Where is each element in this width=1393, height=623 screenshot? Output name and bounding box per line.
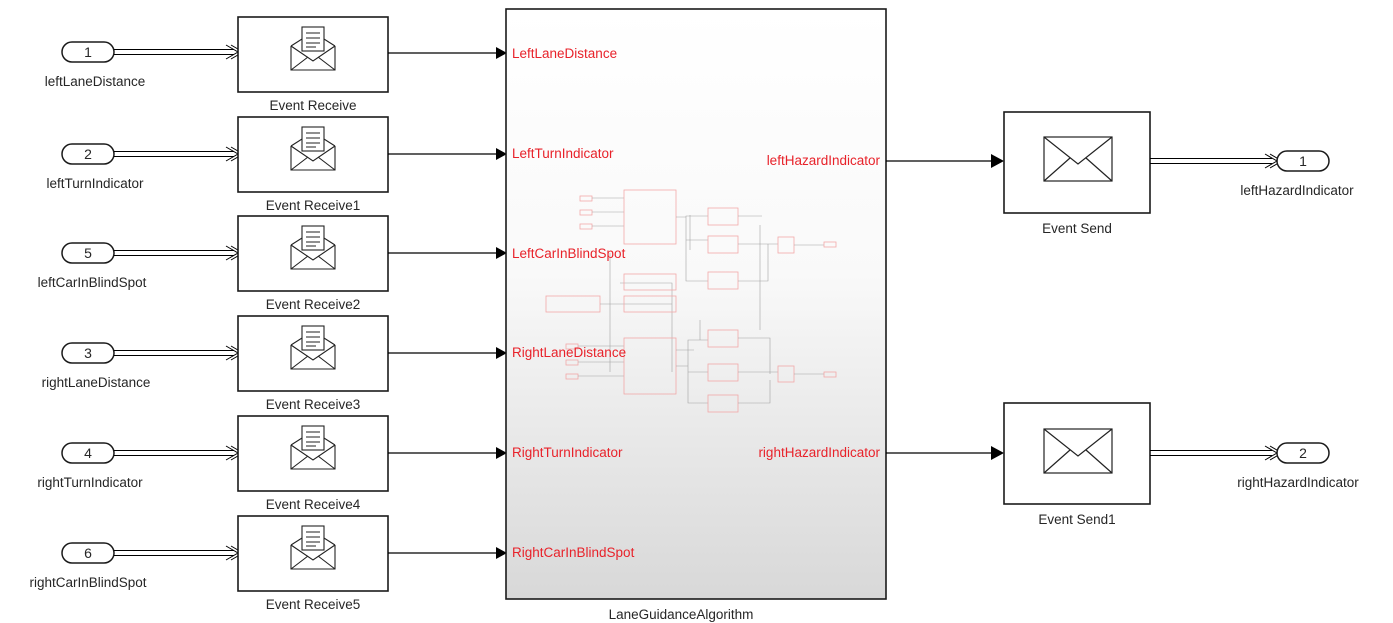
inport-label: rightCarInBlindSpot	[29, 575, 146, 590]
event-receive-block-group: Event Receive3	[237, 315, 389, 412]
signal-arrowhead	[496, 47, 507, 59]
inport-row: 6 rightCarInBlindSpot	[29, 542, 244, 590]
signal-arrowhead	[991, 154, 1004, 168]
event-receive-label: Event Receive1	[266, 198, 361, 213]
signal-line[interactable]	[1150, 158, 1272, 164]
envelope-letter-icon	[290, 425, 336, 470]
inport-row: 3 rightLaneDistance	[42, 342, 244, 390]
event-send-label: Event Send	[1042, 221, 1112, 236]
inport-number: 6	[84, 545, 92, 561]
inport-number: 2	[84, 146, 92, 162]
event-receive-label: Event Receive2	[266, 297, 361, 312]
subsystem-input-port-label: RightLaneDistance	[512, 345, 626, 360]
inport-block[interactable]	[61, 242, 115, 264]
subsystem-input-port-label: LeftTurnIndicator	[512, 146, 614, 161]
signal-line[interactable]	[114, 49, 234, 55]
inport-number: 4	[84, 445, 92, 461]
signal-line[interactable]	[114, 151, 234, 157]
lane-guidance-subsystem: LeftLaneDistance LeftTurnIndicator LeftC…	[505, 8, 887, 622]
inport-label: leftTurnIndicator	[46, 176, 144, 191]
inport-label: leftLaneDistance	[45, 74, 146, 89]
event-receive-block-group: Event Receive4	[237, 415, 389, 512]
event-send-block-group: Event Send	[1003, 111, 1151, 236]
inport-number: 3	[84, 345, 92, 361]
subsystem-name: LaneGuidanceAlgorithm	[609, 607, 754, 622]
outport-label: leftHazardIndicator	[1240, 183, 1354, 198]
event-receive-block-group: Event Receive2	[237, 215, 389, 312]
signal-arrowhead	[496, 547, 507, 559]
subsystem-input-port-label: RightCarInBlindSpot	[512, 545, 635, 560]
outport-label: rightHazardIndicator	[1237, 475, 1359, 490]
signal-line[interactable]	[114, 450, 234, 456]
outport-row: 2 rightHazardIndicator	[1237, 442, 1359, 490]
signal-line[interactable]	[114, 550, 234, 556]
inport-block[interactable]	[61, 542, 115, 564]
signal-arrowhead	[496, 247, 507, 259]
subsystem-output-port-label: rightHazardIndicator	[758, 445, 880, 460]
inport-row: 5 leftCarInBlindSpot	[38, 242, 244, 290]
event-receive-block-group: Event Receive1	[237, 116, 389, 213]
inport-block[interactable]	[61, 342, 115, 364]
envelope-icon	[1043, 428, 1113, 474]
inport-label: rightTurnIndicator	[37, 475, 143, 490]
signal-line[interactable]	[1150, 450, 1272, 456]
inport-block[interactable]	[61, 41, 115, 63]
event-receive-label: Event Receive	[269, 98, 356, 113]
outport-number: 1	[1299, 153, 1307, 169]
envelope-letter-icon	[290, 225, 336, 270]
subsystem-input-port-label: LeftLaneDistance	[512, 46, 617, 61]
event-receive-label: Event Receive3	[266, 397, 361, 412]
signal-line[interactable]	[114, 350, 234, 356]
signal-arrowhead	[496, 148, 507, 160]
inport-number: 5	[84, 245, 92, 261]
subsystem-output-port-label: leftHazardIndicator	[767, 153, 881, 168]
outport-number: 2	[1299, 445, 1307, 461]
event-receive-block-group: Event Receive	[237, 16, 389, 113]
event-send-block[interactable]	[1003, 402, 1151, 505]
event-receive-label: Event Receive4	[266, 497, 361, 512]
envelope-letter-icon	[290, 126, 336, 171]
envelope-letter-icon	[290, 525, 336, 570]
inport-row: 1 leftLaneDistance	[45, 41, 244, 89]
envelope-letter-icon	[290, 26, 336, 71]
envelope-letter-icon	[290, 325, 336, 370]
outport-row: 1 leftHazardIndicator	[1240, 150, 1354, 198]
event-send-label: Event Send1	[1038, 512, 1115, 527]
outport-block[interactable]	[1276, 442, 1330, 464]
event-receive-block-group: Event Receive5	[237, 515, 389, 612]
signal-arrowhead	[991, 446, 1004, 460]
signal-line[interactable]	[114, 250, 234, 256]
envelope-icon	[1043, 136, 1113, 182]
signal-arrowhead	[496, 347, 507, 359]
event-receive-label: Event Receive5	[266, 597, 361, 612]
signal-arrowhead	[496, 447, 507, 459]
inport-row: 2 leftTurnIndicator	[46, 143, 244, 191]
inport-row: 4 rightTurnIndicator	[37, 442, 244, 490]
subsystem-block[interactable]	[505, 8, 887, 600]
inport-block[interactable]	[61, 143, 115, 165]
event-send-block-group: Event Send1	[1003, 402, 1151, 527]
inport-number: 1	[84, 44, 92, 60]
subsystem-preview-thumbnail	[545, 189, 837, 413]
outport-block[interactable]	[1276, 150, 1330, 172]
subsystem-input-port-label: LeftCarInBlindSpot	[512, 246, 626, 261]
subsystem-input-port-label: RightTurnIndicator	[512, 445, 623, 460]
inport-block[interactable]	[61, 442, 115, 464]
inport-label: leftCarInBlindSpot	[38, 275, 147, 290]
inport-label: rightLaneDistance	[42, 375, 151, 390]
